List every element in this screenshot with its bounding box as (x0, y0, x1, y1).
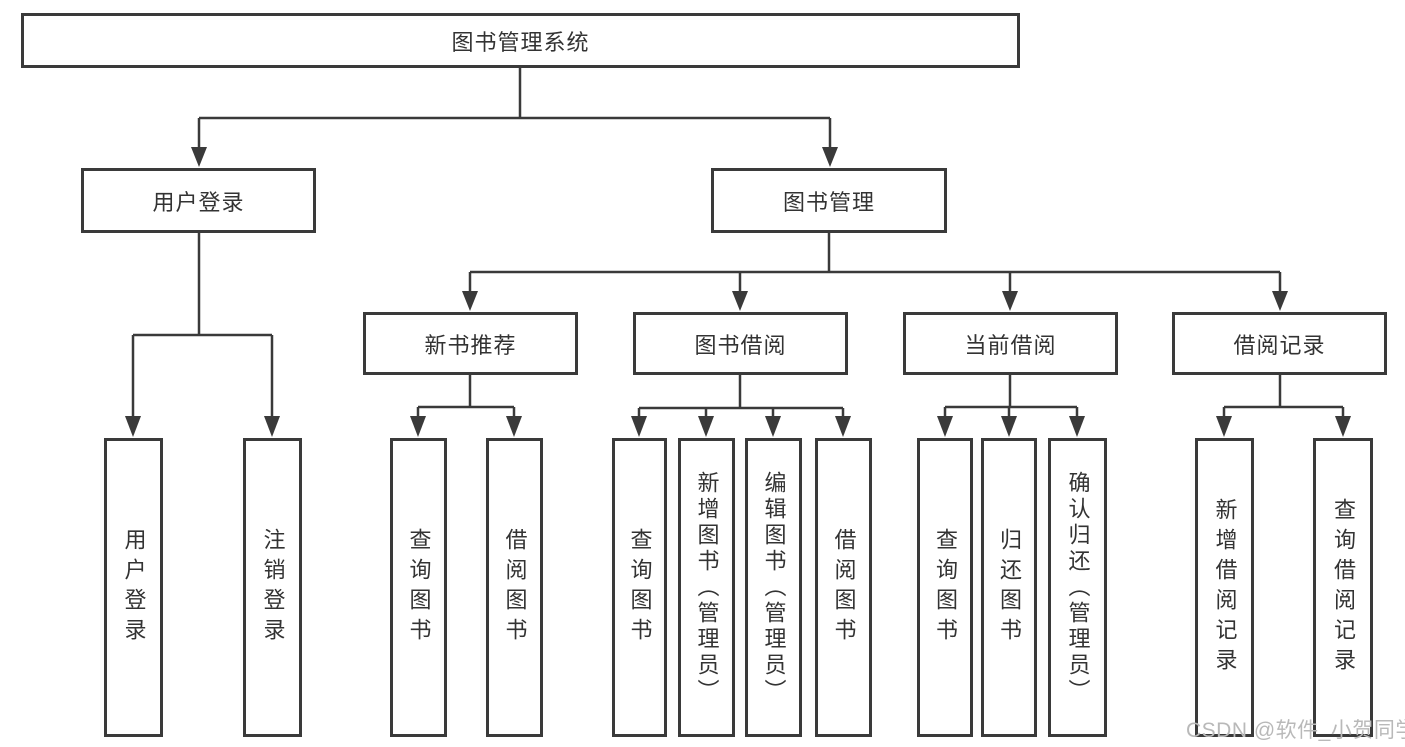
node-book-management: 图书管理 (711, 168, 947, 233)
leaf-query-borrow-record: 查询借阅记录 (1313, 438, 1373, 737)
leaf-add-borrow-record: 新增借阅记录 (1195, 438, 1254, 737)
node-book-borrow: 图书借阅 (633, 312, 848, 375)
leaf-borrow-books-recommend: 借阅图书 (486, 438, 543, 737)
leaf-logout: 注销登录 (243, 438, 302, 737)
leaf-confirm-return-admin: 确认归还（管理员） (1048, 438, 1107, 737)
node-current-borrow: 当前借阅 (903, 312, 1118, 375)
leaf-user-login: 用户登录 (104, 438, 163, 737)
node-user-login: 用户登录 (81, 168, 316, 233)
leaf-return-book: 归还图书 (981, 438, 1037, 737)
node-borrow-records: 借阅记录 (1172, 312, 1387, 375)
node-root: 图书管理系统 (21, 13, 1020, 68)
leaf-query-books-current: 查询图书 (917, 438, 973, 737)
leaf-add-book-admin: 新增图书（管理员） (678, 438, 735, 737)
node-new-book-recommend: 新书推荐 (363, 312, 578, 375)
leaf-query-books-borrow: 查询图书 (612, 438, 667, 737)
csdn-watermark: CSDN @软件_小贺同学 (1186, 719, 1405, 742)
leaf-borrow-books-borrow: 借阅图书 (815, 438, 872, 737)
leaf-edit-book-admin: 编辑图书（管理员） (745, 438, 802, 737)
leaf-query-books-recommend: 查询图书 (390, 438, 447, 737)
